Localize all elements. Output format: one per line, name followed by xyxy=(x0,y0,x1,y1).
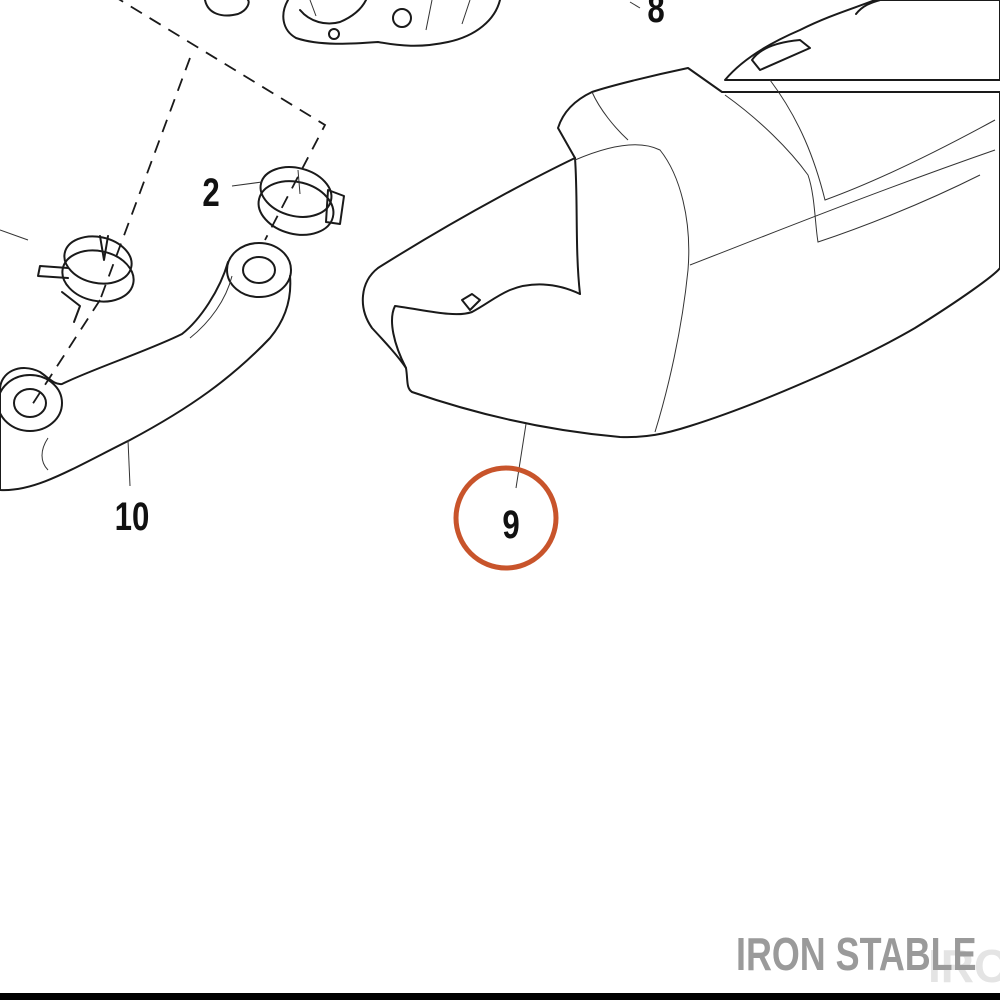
watermark: IRON STABLE xyxy=(736,929,977,980)
callout-10[interactable]: 10 xyxy=(115,494,150,539)
spring-clamp xyxy=(37,235,135,323)
part-2-clamp xyxy=(257,166,345,236)
leader-lines xyxy=(127,181,527,489)
callout-2[interactable]: 2 xyxy=(202,170,219,215)
callout-8[interactable]: 8 xyxy=(647,0,664,31)
part-10-hose xyxy=(0,242,292,492)
bottom-bar xyxy=(0,993,1000,1000)
watermark-ghost: IRON xyxy=(928,940,1000,992)
assembly-guide-lines xyxy=(0,0,327,409)
callout-9[interactable]: 9 xyxy=(502,502,519,547)
part-9-cover xyxy=(361,0,1000,439)
part-8-assembly xyxy=(204,0,641,47)
highlight-circle xyxy=(453,465,559,571)
